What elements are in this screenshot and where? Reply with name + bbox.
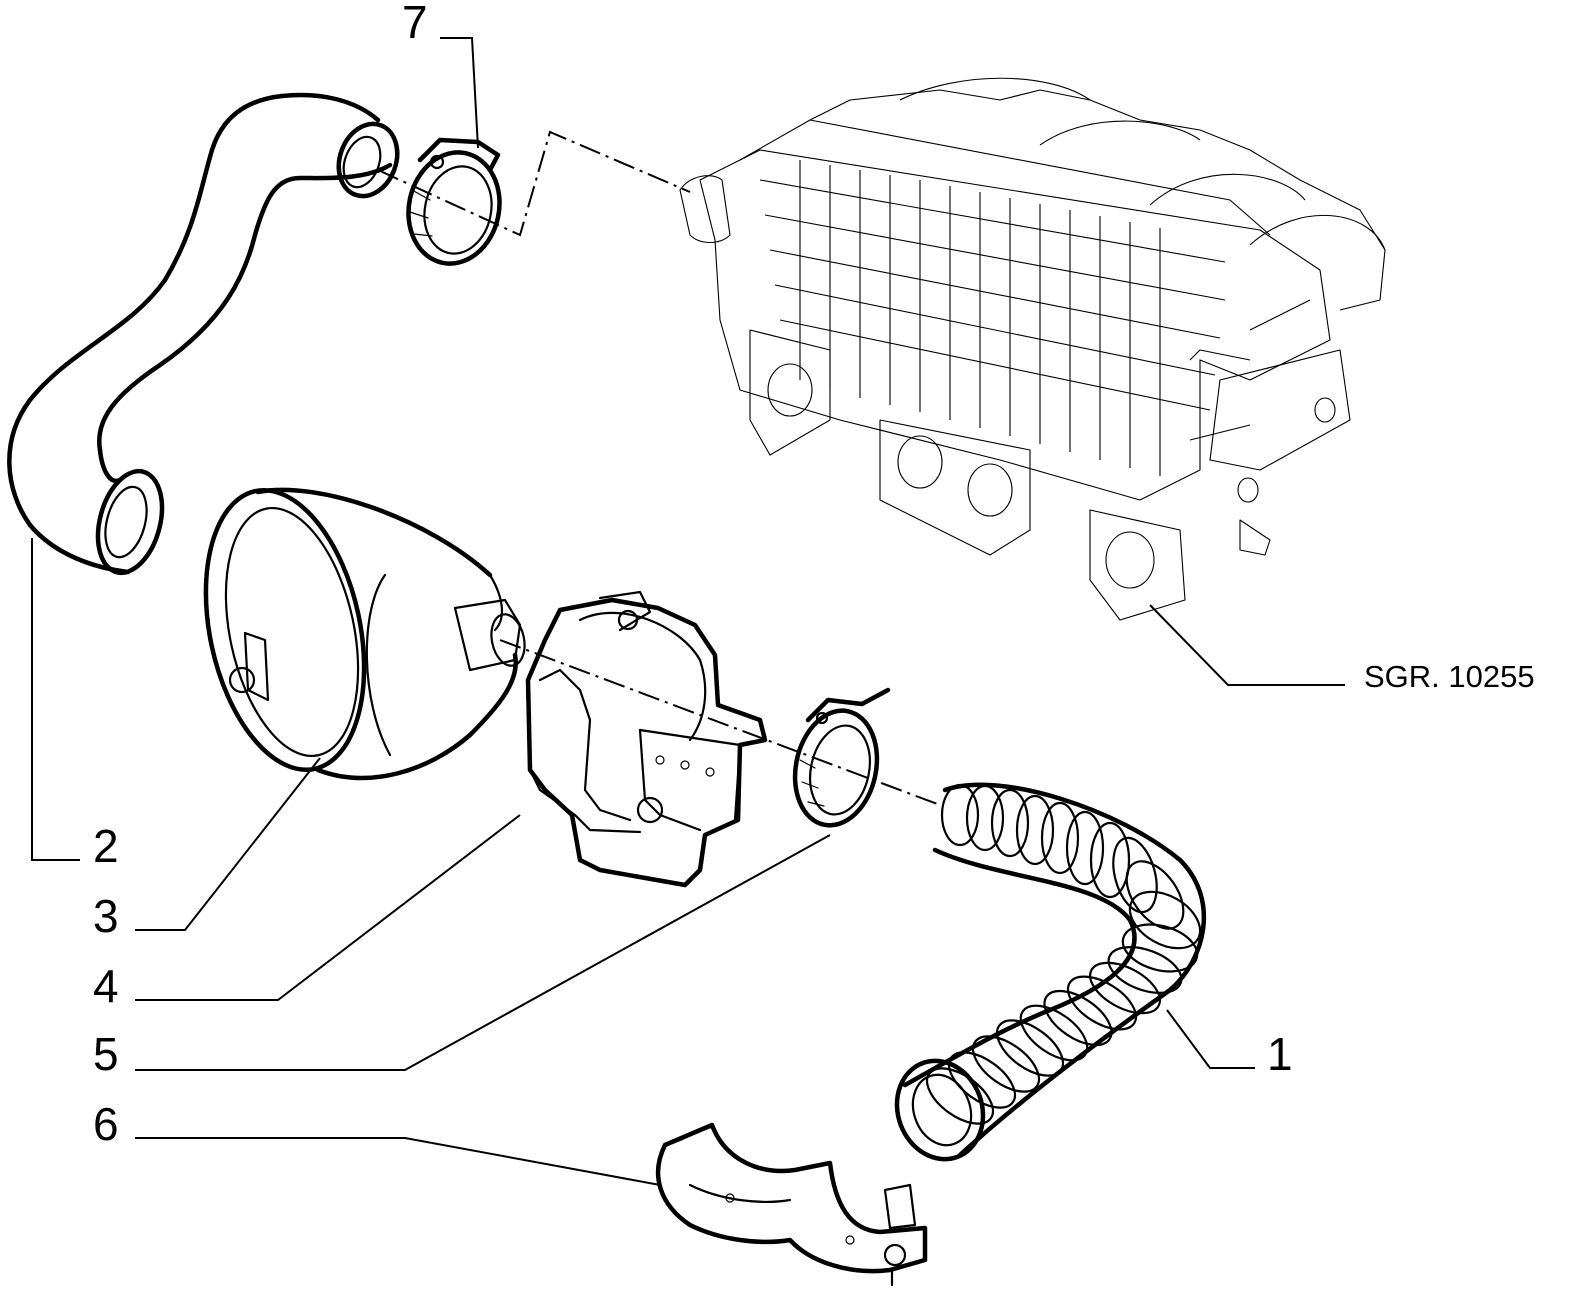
part-4-support-bracket[interactable] — [525, 590, 768, 888]
leader-4 — [135, 814, 521, 1001]
callout-1: 1 — [1267, 1028, 1293, 1080]
callout-4: 4 — [93, 960, 119, 1012]
leader-3 — [135, 757, 321, 931]
callout-7: 7 — [402, 0, 428, 48]
intake-manifold-ghost — [679, 77, 1386, 621]
part-3-air-filter[interactable] — [182, 476, 529, 785]
part-6-hose-support-bracket[interactable] — [655, 1122, 928, 1287]
callout-2: 2 — [93, 820, 119, 872]
leader-2 — [31, 538, 80, 861]
leader-lines — [31, 37, 1345, 1186]
callout-labels: 1 2 3 4 5 6 7 SGR. 10255 — [93, 0, 1535, 1150]
leader-5 — [135, 834, 831, 1071]
leader-1 — [1166, 1009, 1255, 1069]
leader-sgr — [1149, 604, 1345, 686]
leader-6 — [135, 1137, 661, 1186]
part-7-hose-clamp[interactable] — [398, 137, 509, 272]
callout-5: 5 — [93, 1028, 119, 1080]
callout-3: 3 — [93, 890, 119, 942]
leader-7 — [440, 37, 479, 149]
assembly-axis-lines — [377, 130, 941, 806]
reference-label: SGR. 10255 — [1364, 659, 1535, 694]
part-2-upper-hose[interactable] — [7, 92, 407, 580]
hose-ribs — [925, 783, 1202, 1125]
part-5-hose-clamp[interactable] — [785, 687, 891, 833]
callout-6: 6 — [93, 1098, 119, 1150]
part-1-corrugated-hose[interactable] — [883, 782, 1209, 1172]
